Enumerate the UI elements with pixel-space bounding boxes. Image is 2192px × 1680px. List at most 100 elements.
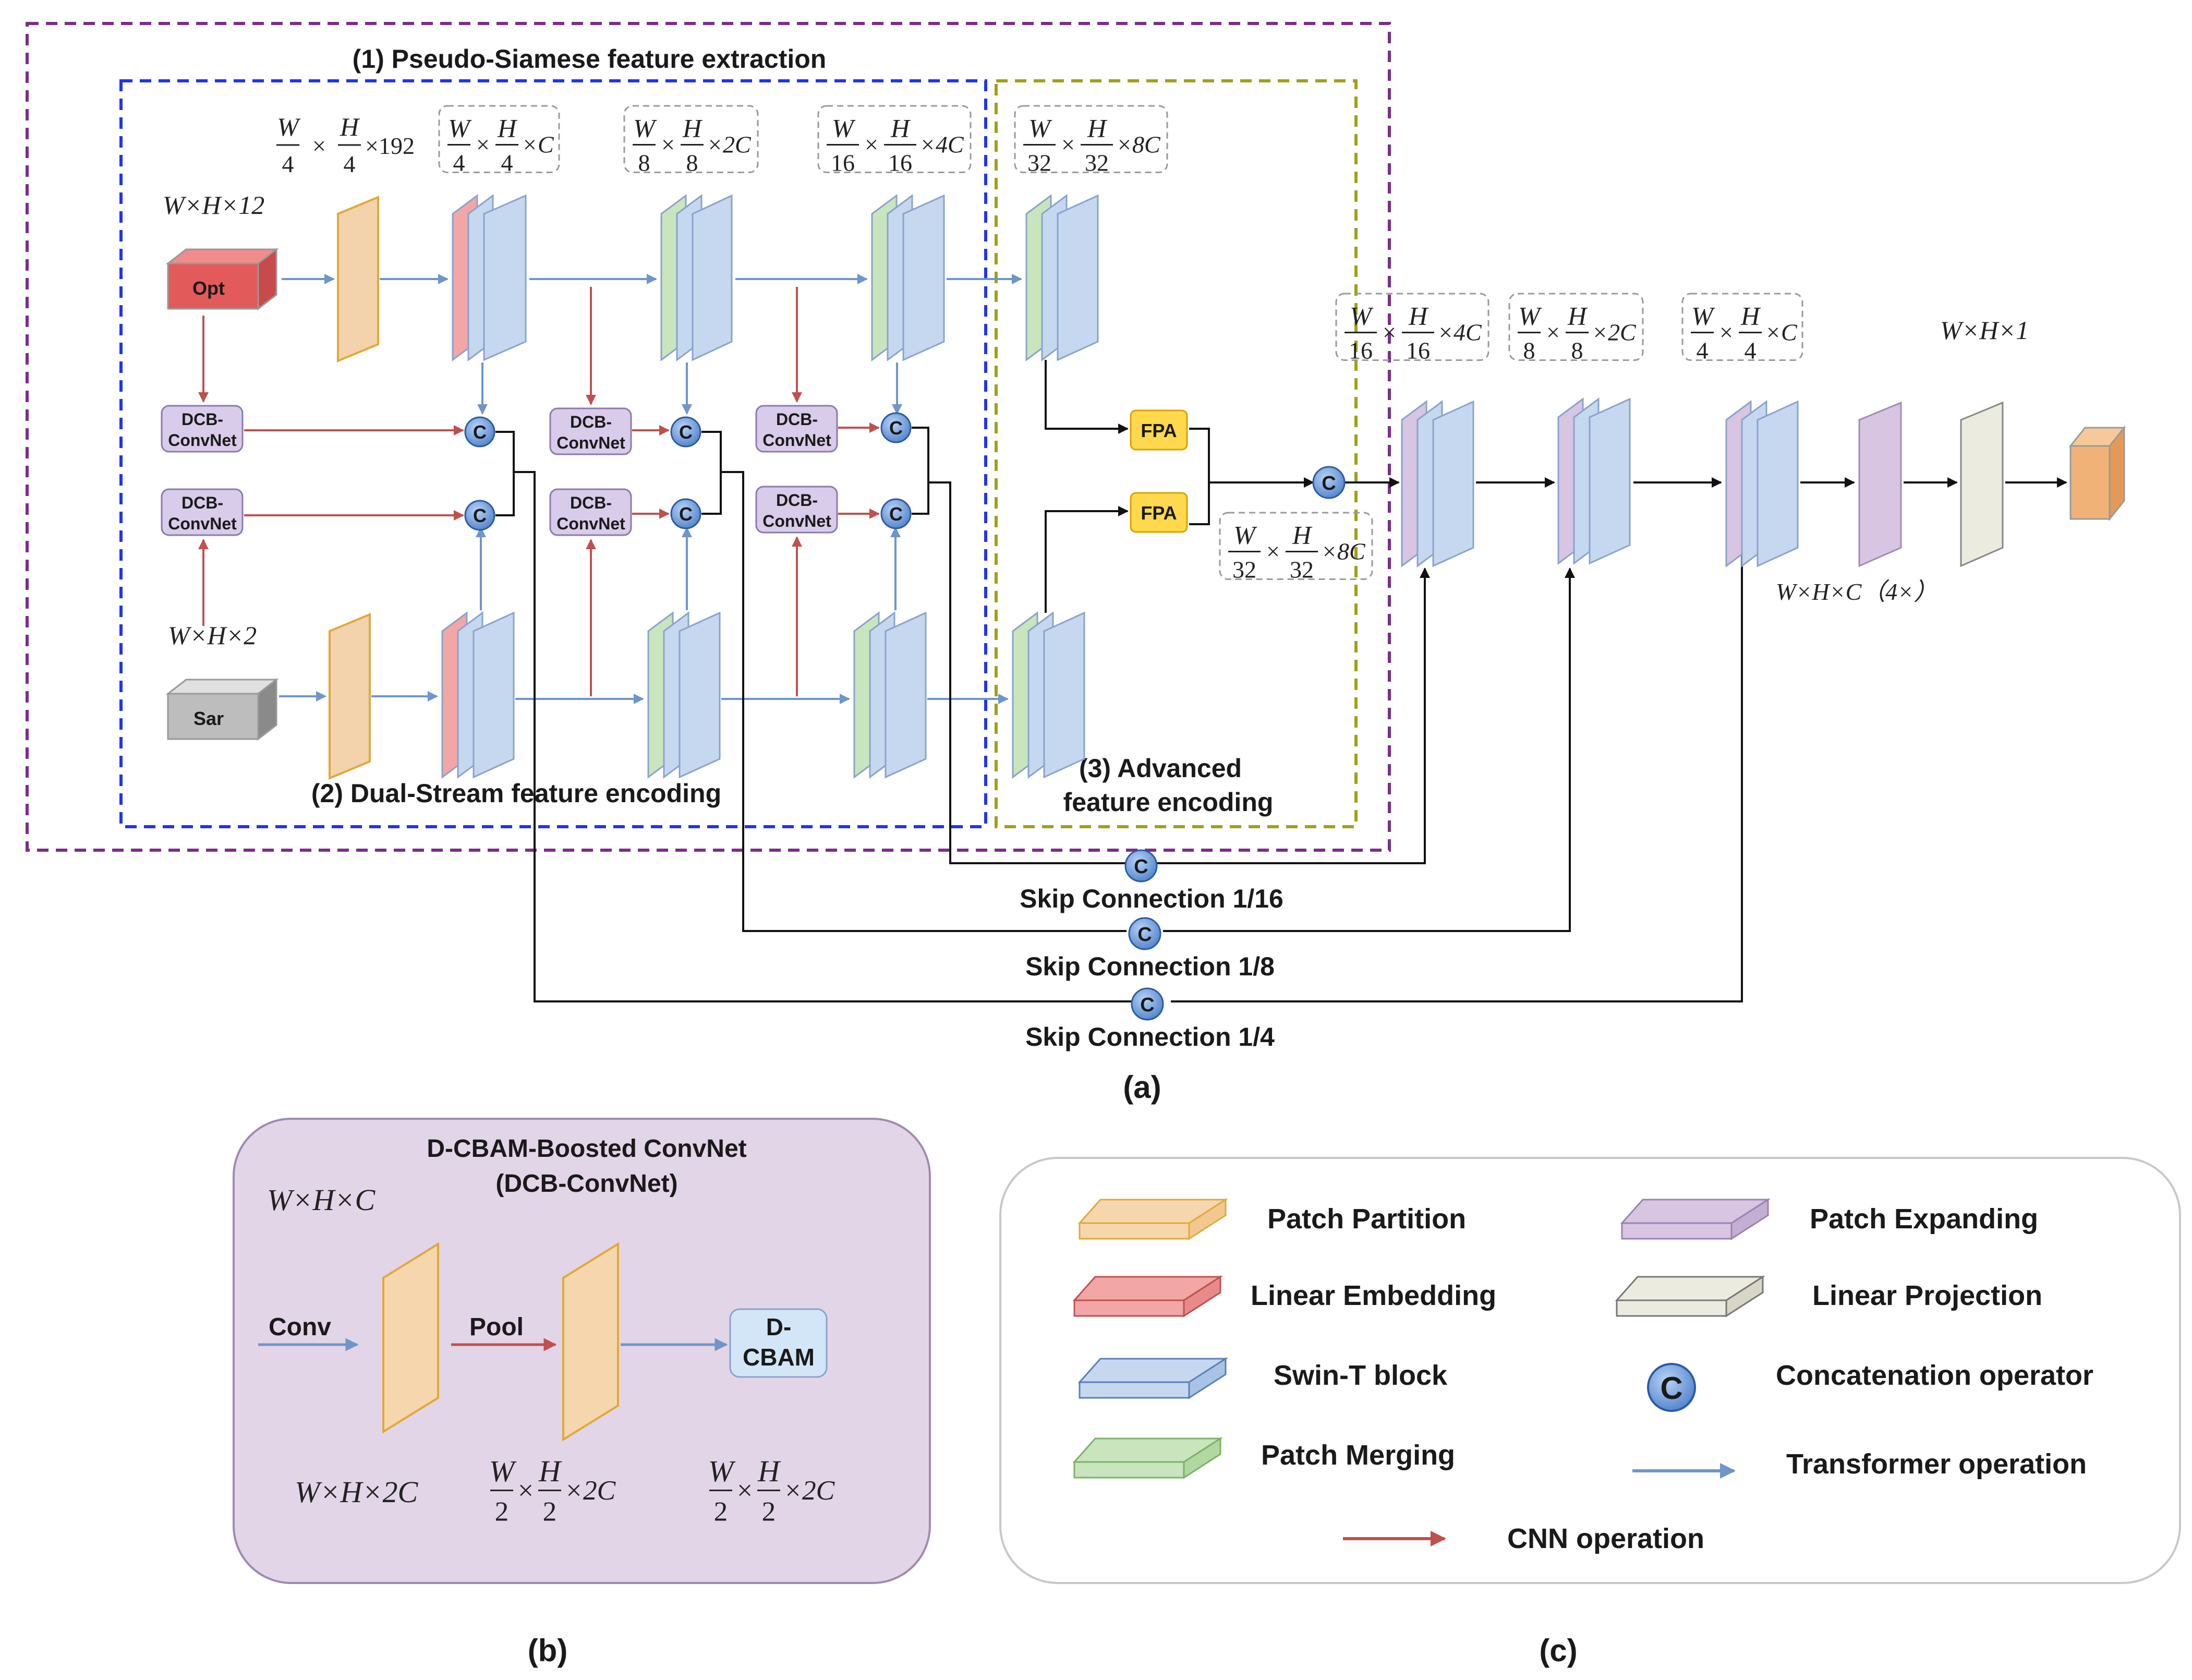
dim-tail: ×8C [1321, 538, 1366, 565]
output-dim: W×H×1 [1940, 316, 2029, 345]
dim-first: W 4 × H 4 ×192 [276, 112, 415, 177]
dim-num: W [832, 114, 856, 143]
dim-num: H [1740, 301, 1761, 331]
sar-dim: W×H×2 [168, 621, 257, 650]
region-advanced [995, 79, 1358, 828]
svg-text:ConvNet: ConvNet [762, 431, 831, 450]
svg-text:C: C [1134, 856, 1148, 878]
dim-num: H [497, 114, 518, 143]
region1-title: (1) Pseudo-Siamese feature extraction [353, 44, 827, 74]
dim-tail: ×C [522, 131, 554, 158]
svg-text:4: 4 [282, 151, 294, 177]
dim-den: 32 [1232, 557, 1256, 583]
region3-title-2: feature encoding [1063, 788, 1274, 817]
decoder-dim-label: W16×H16×4C [1335, 293, 1489, 364]
dim-num: H [1408, 301, 1429, 331]
concat-icon: C [670, 416, 701, 448]
dim-num: W [1691, 301, 1715, 331]
opt-stage2-stack [660, 194, 733, 361]
dim-tail: ×2C [707, 131, 752, 158]
svg-text:D-: D- [766, 1313, 792, 1340]
dim-den: 32 [1085, 150, 1109, 176]
dim-tail: ×C [1765, 319, 1798, 346]
dim-den: 4 [1697, 337, 1709, 364]
dim-num: W [1028, 114, 1052, 143]
svg-text:H: H [340, 112, 360, 141]
linear-projection-slab [1960, 401, 2004, 567]
dcb-box-sar-3: DCB- ConvNet [755, 486, 838, 534]
expand-dim: W×H×C（4×） [1776, 578, 1937, 605]
dim-den: 16 [1349, 337, 1373, 364]
legend-box [999, 1157, 2181, 1584]
dim-den: 16 [831, 150, 855, 176]
opt-stage1-stack [452, 194, 527, 361]
concat-circles-encoder: C C C C C C [464, 412, 912, 531]
panel-c-caption: (c) [1539, 1633, 1577, 1668]
skip-label-1-8: Skip Connection 1/8 [1025, 952, 1275, 981]
panel-b-caption: (b) [528, 1633, 568, 1668]
legend-label-patch-merging: Patch Merging [1261, 1440, 1455, 1471]
dim-times: × [518, 1474, 534, 1506]
legend-swatch-linear-projection [1615, 1275, 1766, 1318]
opt-dim: W×H×12 [163, 190, 264, 220]
svg-text:ConvNet: ConvNet [556, 433, 625, 452]
svg-text:DCB-: DCB- [181, 410, 223, 429]
svg-text:×192: ×192 [365, 132, 415, 159]
concat-icon: C [464, 500, 495, 531]
legend-label-linear-embedding: Linear Embedding [1251, 1280, 1496, 1311]
dcb-box-sar-2: DCB- ConvNet [549, 488, 632, 536]
sar-stage3-stack [853, 611, 927, 779]
dim-times: × [865, 131, 878, 158]
dim-den: 8 [1571, 337, 1583, 364]
svg-text:DCB-: DCB- [181, 493, 223, 512]
dcb-box-sar-1: DCB- ConvNet [161, 488, 244, 536]
opt-input-cube: Opt [165, 247, 279, 311]
svg-text:C: C [889, 503, 903, 525]
concat-icon: C [1131, 987, 1164, 1021]
svg-text:W: W [277, 112, 301, 141]
legend-swatch-patch-partition [1077, 1198, 1229, 1240]
dim-num: W [1518, 301, 1542, 331]
legend-label-cnn: CNN operation [1507, 1523, 1704, 1554]
patch-expanding-slab [1858, 401, 1902, 567]
svg-text:C: C [679, 503, 693, 525]
dec-stage2-stack [1557, 397, 1631, 565]
dim-times: × [737, 1474, 753, 1506]
svg-text:C: C [1322, 473, 1336, 494]
svg-text:C: C [889, 417, 903, 439]
legend-label-swin-block: Swin-T block [1274, 1360, 1448, 1391]
svg-text:C: C [1660, 1371, 1682, 1406]
dim-tail: ×2C [1592, 319, 1637, 346]
legend-label-linear-projection: Linear Projection [1812, 1280, 2042, 1311]
legend-swatch-patch-expanding [1620, 1198, 1771, 1240]
concat-icon: C [464, 416, 495, 448]
sar-input-cube: Sar [165, 678, 279, 741]
legend-swatch-patch-merging [1072, 1437, 1224, 1479]
svg-text:DCB-: DCB- [570, 413, 612, 431]
dim-den: 16 [1406, 337, 1430, 364]
dim-tail: ×2C [564, 1474, 616, 1506]
encoder-dim-label: W32×H32×8C [1014, 105, 1168, 176]
dim-num: W [708, 1454, 736, 1488]
legend-swatch-linear-embedding [1072, 1275, 1224, 1318]
dim-den: 2 [714, 1496, 728, 1527]
dim-den: 32 [1027, 150, 1051, 176]
panel-a-caption: (a) [1123, 1070, 1161, 1105]
dim-den: 2 [762, 1496, 776, 1527]
panel-b-title-2: (DCB-ConvNet) [495, 1170, 677, 1198]
dim-num: W [448, 114, 472, 143]
dim-den: 16 [888, 150, 912, 176]
panel-b-dim2: W2×H2×2C [489, 1454, 616, 1527]
svg-text:C: C [679, 421, 693, 443]
dim-num: W [489, 1454, 517, 1488]
legend-label-transformer: Transformer operation [1786, 1448, 2087, 1480]
svg-text:C: C [1140, 994, 1154, 1016]
svg-text:CBAM: CBAM [743, 1344, 815, 1371]
dim-num: H [538, 1454, 562, 1488]
dcb-box-opt-2: DCB- ConvNet [549, 407, 632, 455]
concat-icon: C [670, 498, 701, 529]
region-pseudo-siamese [26, 22, 1391, 852]
